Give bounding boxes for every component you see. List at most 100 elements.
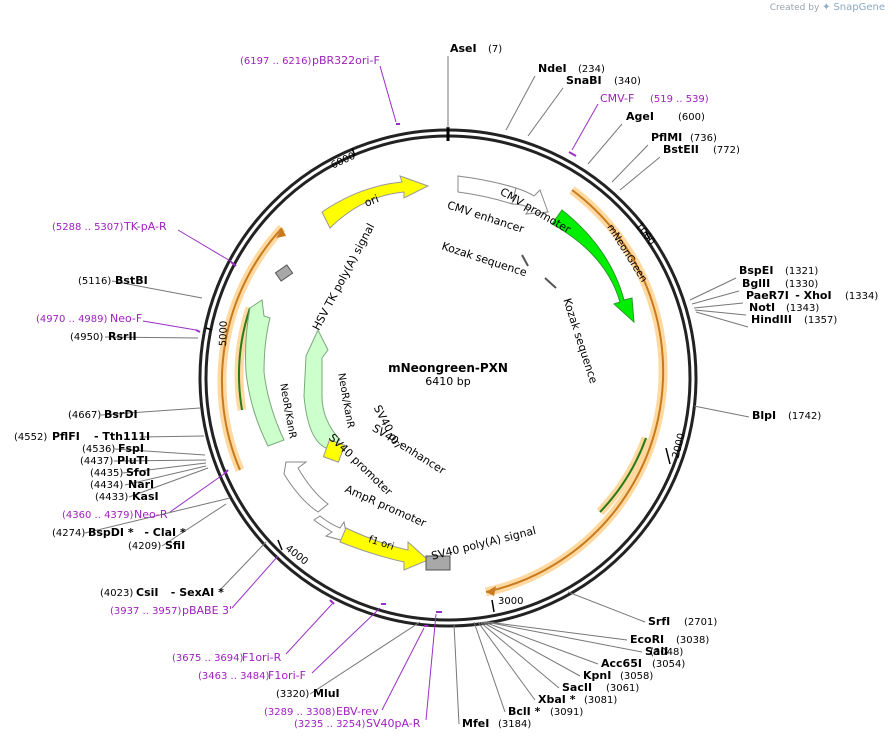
enzyme-leader [128,467,209,498]
primer-mark [230,261,237,267]
enzyme-name: FspI [118,442,144,455]
arrowhead-icon [486,586,496,596]
position-tick [205,327,213,331]
primer-name: Neo-R [134,508,168,521]
enzyme-name: BlpI [752,409,776,422]
watermark-brand: SnapGene [833,2,885,13]
feature-kozak-mark-1 [521,254,529,267]
enzyme-position: (7) [488,44,502,55]
feature-label: HSV TK poly(A) signal [310,221,377,332]
position-tick [491,599,495,613]
enzyme-leader [113,459,207,462]
enzyme-leader [587,123,623,165]
enzyme-position: (1742) [788,411,821,422]
enzyme-name-secondary: - XhoI [795,289,831,302]
enzyme-position: (3054) [652,659,685,670]
position-tick [351,147,356,157]
tick-label-1000: 1000 [633,221,657,248]
primer-name: TK-pA-R [123,220,167,233]
primer-range: (6197 .. 6216) [240,56,312,67]
position-tick [645,231,651,241]
enzyme-leader [483,621,599,665]
primer-leader [425,613,437,721]
enzyme-leader [485,621,643,653]
enzyme-leader [161,503,227,547]
enzyme-name: AgeI [626,110,654,123]
enzyme-leader [453,623,460,725]
enzyme-position: (3081) [584,695,617,706]
enzyme-position: (4434) [90,480,123,491]
enzyme-leader [481,621,581,677]
enzyme-position: (234) [578,64,605,75]
enzyme-name: SalI [645,645,668,658]
highlight-arc-1-line [485,189,665,593]
feature-label: ori [363,192,381,209]
enzyme-name: SacII [562,681,592,694]
enzyme-position: (4274) [52,528,85,539]
feature-cmv-promoter-arrow [511,187,549,215]
enzyme-name: PflMI [651,131,682,144]
enzyme-leader [309,621,421,695]
enzyme-name: BglII [742,277,770,290]
enzyme-position: (600) [678,112,705,123]
position-tick [277,539,283,551]
enzyme-position: (4552) [14,432,47,443]
enzyme-position: (736) [690,133,717,144]
highlight-arc-4-line [238,307,251,411]
enzyme-position: (1343) [786,303,819,314]
enzyme-position: (3058) [620,671,653,682]
enzyme-leader [505,75,536,131]
enzyme-name: NotI [749,301,775,314]
enzyme-position: (1357) [804,315,837,326]
primer-range: (3675 .. 3694) [172,653,244,664]
primer-leader [285,603,333,655]
feature-label: Kozak sequence [560,297,600,386]
enzyme-leader [124,465,207,486]
enzyme-name: BclI * [508,705,541,718]
primer-range: (3235 .. 3254) [294,719,366,730]
enzyme-leader [473,621,506,713]
enzyme-position: (3184) [498,719,531,730]
tick-label-4000: 4000 [283,543,310,567]
primer-mark [568,151,577,157]
feature-kozak-mark-2 [544,277,557,289]
primer-name: pBR322ori-F [312,54,380,67]
primer-range: (3937 .. 3957) [110,606,182,617]
enzyme-position: (3038) [676,635,709,646]
enzyme-leader [689,277,737,301]
feature-hsv-tk-polya-box [274,264,294,282]
primer-name: Neo-F [110,312,142,325]
enzyme-name: PflFI [52,430,80,443]
enzyme-name: RsrII [108,330,137,343]
enzyme-leader [479,621,560,689]
enzyme-position: (3320) [276,689,309,700]
feature-sv40-polya-box [425,555,451,571]
enzyme-position: (4950) [70,332,103,343]
primer-leader [379,65,397,123]
enzyme-name: BstBI [115,274,148,287]
primer-leader [169,473,225,513]
feature-neor-arrow-inner [303,328,341,449]
enzyme-leader [695,311,749,328]
tick-label-3000: 3000 [498,596,523,607]
enzyme-name: BspDI * [88,526,134,539]
primer-range: (3463 .. 3484) [198,671,270,682]
enzyme-position: (4536) [82,444,115,455]
enzyme-name: SrfI [648,615,670,628]
enzyme-position: (3091) [550,707,583,718]
enzyme-name-secondary: - SexAI * [171,586,224,599]
primer-range: (4970 .. 4989) [36,314,108,325]
enzyme-position: (1334) [845,291,878,302]
enzyme-name: SnaBI [566,74,602,87]
primer-leader [177,229,233,263]
enzyme-position: (4433) [95,492,128,503]
enzyme-leader [219,541,267,591]
enzyme-name: NarI [128,478,154,491]
primer-name: CMV-F [600,92,634,105]
feature-f1-ori-arrow [339,527,429,571]
enzyme-position: (3061) [606,683,639,694]
feature-mneongreen-arrow [551,209,635,324]
enzyme-leader [100,407,201,416]
enzyme-position: (2701) [684,617,717,628]
